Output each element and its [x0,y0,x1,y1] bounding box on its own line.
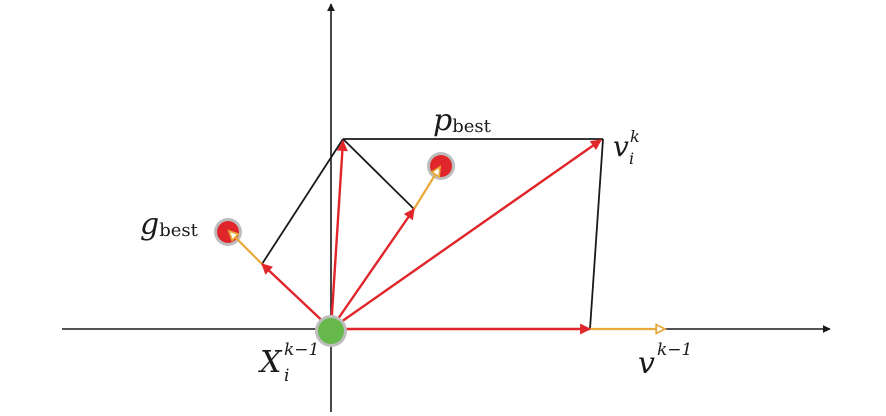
middle-construction-line [342,138,415,210]
svg-text:i: i [629,149,634,168]
gbest-label: gbest [140,207,199,242]
pbest-orange-vector [413,167,440,210]
svg-text:i: i [284,366,289,386]
red-vector-to-middle [330,208,415,330]
vik-label: v i k [613,127,640,168]
red-vector-vik [330,139,602,330]
orange-vectors [229,167,665,329]
pbest-point [427,152,455,180]
svg-text:k−1: k−1 [284,340,319,360]
construction-lines [261,138,604,330]
red-vector-to-top [329,139,348,330]
current-position-point [315,315,347,347]
svg-text:k: k [630,127,640,146]
svg-text:X: X [258,345,283,380]
gbest-point [214,218,242,246]
left-construction-line [261,138,344,265]
gbest-orange-vector [229,231,263,265]
right-parallelogram-edge [589,138,604,330]
svg-text:v: v [613,130,629,163]
red-vectors [261,139,602,335]
vk1-label: v k−1 [638,340,692,381]
red-vector-to-left [261,263,332,330]
svg-text:v: v [638,346,655,381]
pbest-label: pbest [433,103,492,138]
xik1-label: X i k−1 [258,340,319,386]
svg-text:k−1: k−1 [657,340,692,360]
